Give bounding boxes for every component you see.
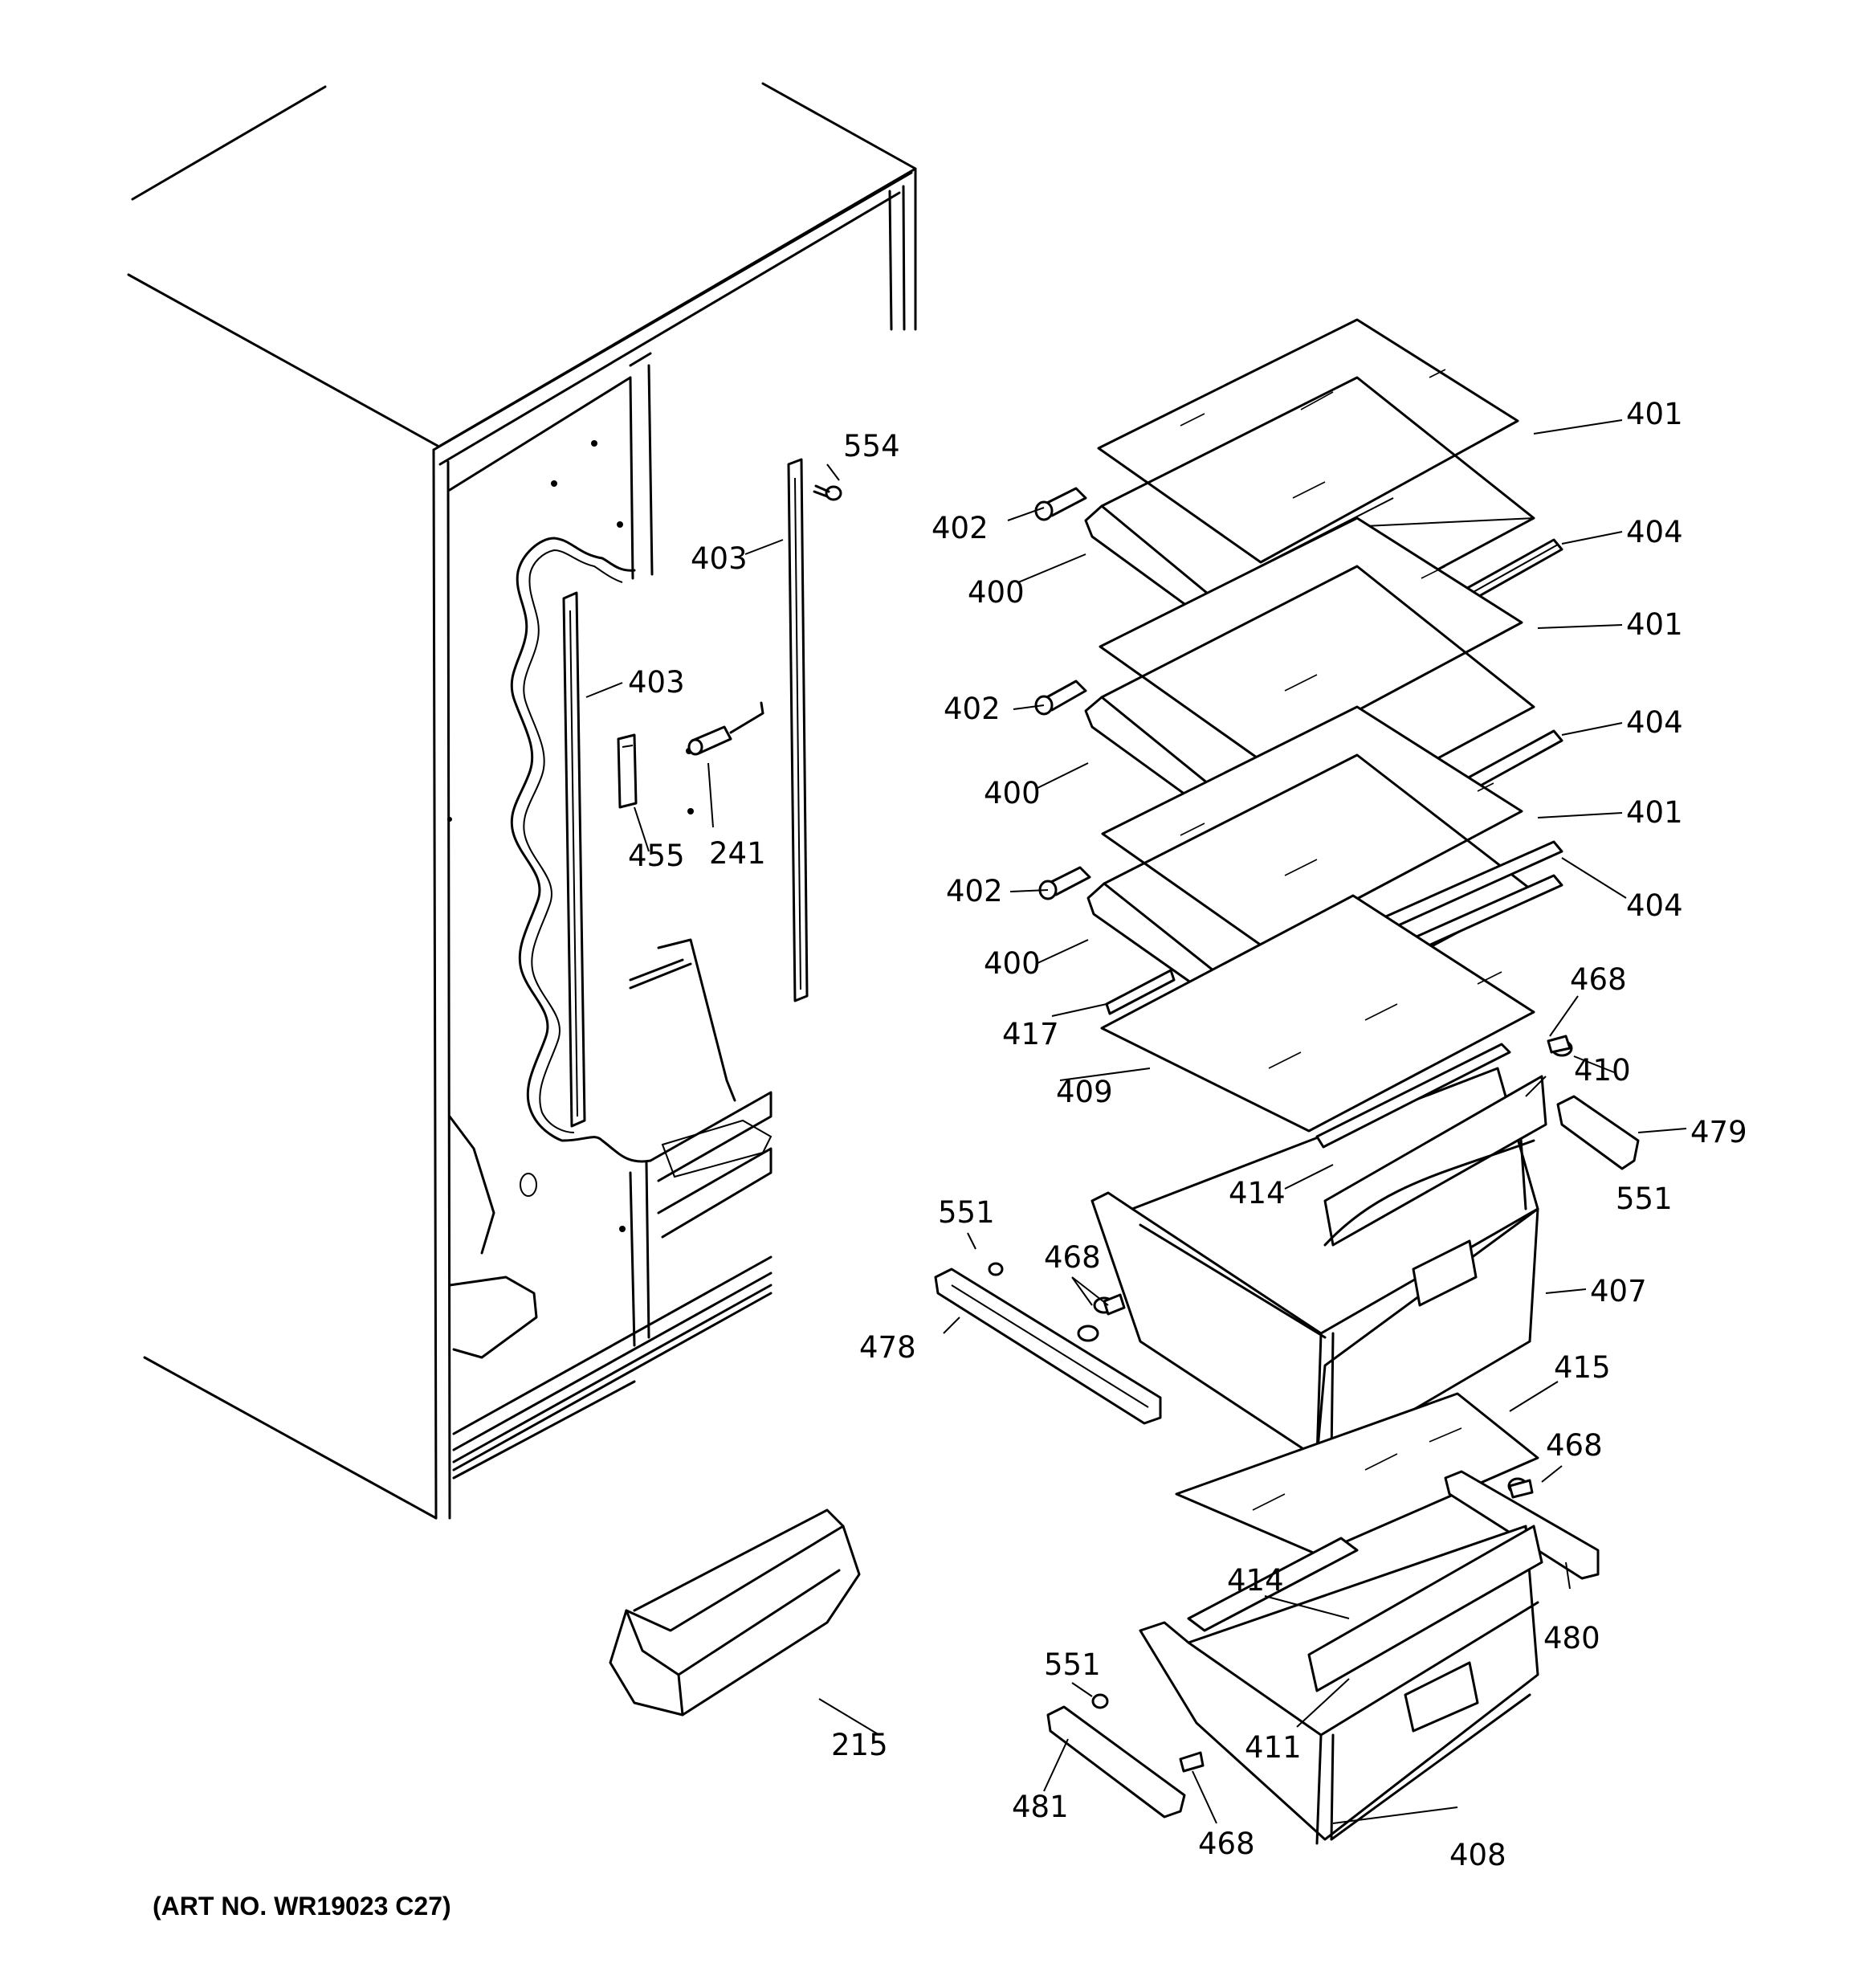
drawer-stop-468 xyxy=(1103,1035,1572,1773)
label-455: 455 xyxy=(628,839,685,873)
label-404c: 404 xyxy=(1626,888,1683,923)
label-468b: 468 xyxy=(1044,1240,1101,1275)
drawer-rail-481 xyxy=(1046,1693,1186,1819)
label-401c: 401 xyxy=(1626,795,1683,830)
label-414a: 414 xyxy=(1229,1176,1286,1210)
label-407: 407 xyxy=(1590,1274,1647,1308)
label-400a: 400 xyxy=(968,575,1025,610)
label-554: 554 xyxy=(843,429,900,463)
crisper-drawer-408 xyxy=(1139,1525,1543,1845)
label-481: 481 xyxy=(1012,1790,1069,1824)
label-480: 480 xyxy=(1543,1621,1600,1655)
label-415: 415 xyxy=(1554,1350,1611,1385)
label-215: 215 xyxy=(831,1728,888,1762)
label-551a: 551 xyxy=(938,1195,995,1230)
label-417: 417 xyxy=(1002,1017,1059,1051)
callout-leaders xyxy=(585,419,1687,1824)
label-402c: 402 xyxy=(946,874,1003,908)
label-403b: 403 xyxy=(628,665,685,700)
bin-215 xyxy=(609,1508,861,1717)
label-402b: 402 xyxy=(944,692,1001,726)
art-number: (ART NO. WR19023 C27) xyxy=(153,1892,451,1921)
label-404b: 404 xyxy=(1626,705,1683,740)
shelf-support-rail-403-left xyxy=(562,591,586,1128)
label-409: 409 xyxy=(1056,1075,1113,1109)
label-551b: 551 xyxy=(1616,1182,1673,1216)
label-411: 411 xyxy=(1245,1730,1302,1765)
label-468d: 468 xyxy=(1198,1827,1255,1861)
label-551c: 551 xyxy=(1044,1647,1101,1682)
crisper-cover-415 xyxy=(1175,1392,1539,1556)
label-479: 479 xyxy=(1690,1115,1747,1149)
label-400b: 400 xyxy=(984,776,1041,810)
crisper-drawer-407 xyxy=(1090,1039,1640,1459)
refrigerator-cabinet xyxy=(127,82,917,1520)
screw-554 xyxy=(813,484,842,501)
crisper-cover-409 xyxy=(1100,894,1535,1133)
bracket-455 xyxy=(617,733,638,809)
label-401b: 401 xyxy=(1626,607,1683,642)
label-468a: 468 xyxy=(1570,962,1627,997)
label-478: 478 xyxy=(859,1330,916,1365)
label-468c: 468 xyxy=(1546,1428,1603,1463)
label-414b: 414 xyxy=(1227,1563,1284,1598)
label-402a: 402 xyxy=(932,511,989,545)
label-241: 241 xyxy=(709,836,766,871)
shelf-support-rail-403-right xyxy=(787,458,809,1002)
label-401a: 401 xyxy=(1626,397,1683,431)
light-socket-241 xyxy=(687,701,764,756)
label-400c: 400 xyxy=(984,946,1041,981)
callout-labels: 554 403 403 241 455 401 402 404 400 401 … xyxy=(153,397,1747,1921)
label-410: 410 xyxy=(1574,1053,1631,1088)
label-404a: 404 xyxy=(1626,515,1683,549)
label-403a: 403 xyxy=(691,541,748,576)
label-408: 408 xyxy=(1449,1838,1506,1872)
